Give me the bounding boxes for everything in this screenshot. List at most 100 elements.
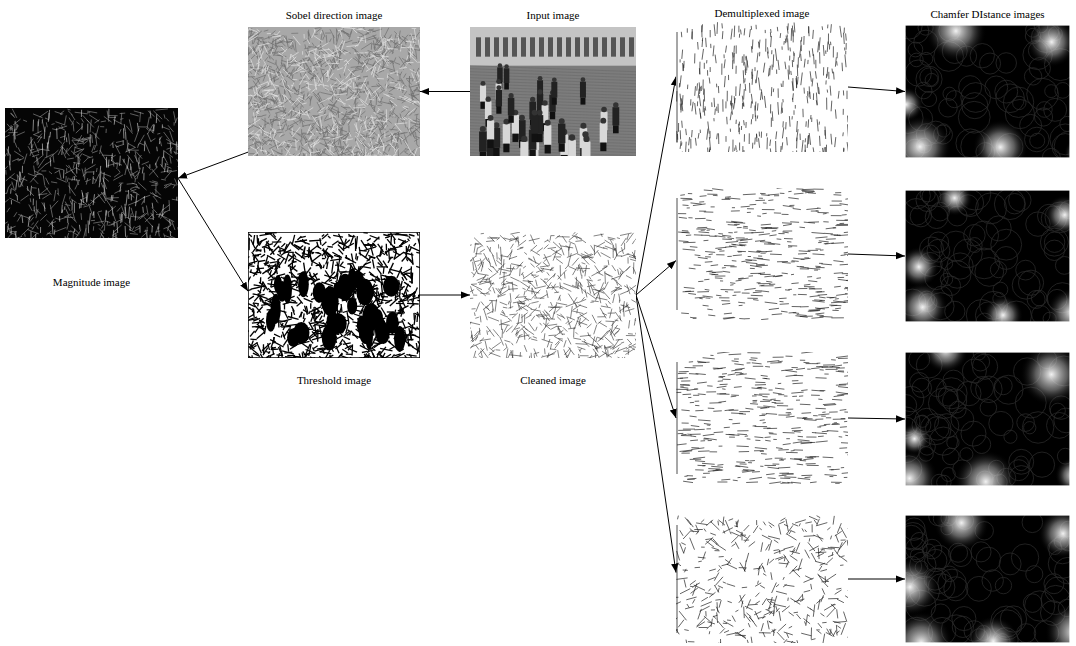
edge-stroke (839, 447, 847, 449)
edge-stroke (341, 106, 347, 110)
edge-stroke (680, 543, 684, 553)
edge-stroke (330, 29, 334, 38)
edge-stroke (832, 365, 842, 367)
distance-blob (899, 423, 930, 454)
edge-stroke (681, 543, 685, 545)
edge-stroke (780, 518, 785, 521)
edge-stroke (809, 538, 811, 541)
edge-stroke (693, 395, 699, 396)
edge-stroke (798, 559, 802, 571)
edge-stroke (678, 232, 690, 233)
edge-stroke (747, 362, 751, 363)
edge-stroke (248, 80, 249, 84)
edge-stroke (814, 189, 824, 190)
edge-stroke (761, 253, 766, 254)
edge-stroke (790, 551, 800, 554)
edge-stroke (264, 30, 269, 31)
distance-ring (1023, 594, 1042, 613)
edge-stroke (248, 74, 249, 82)
edge-stroke (683, 205, 689, 207)
panel-texture (676, 352, 858, 485)
distance-blob (954, 450, 1018, 514)
edge-stroke (816, 366, 828, 367)
edge-stroke (817, 277, 822, 279)
panel-texture (898, 178, 1076, 337)
edge-stroke (770, 525, 772, 528)
edge-stroke (777, 187, 787, 189)
edge-stroke (711, 522, 720, 530)
edge-stroke (829, 411, 838, 412)
edge-stroke (837, 542, 842, 554)
edge-stroke (720, 384, 728, 385)
edge-stroke (752, 363, 762, 364)
edge-stroke (248, 76, 255, 77)
edge-stroke (677, 362, 678, 474)
edge-stroke (682, 423, 689, 424)
edge-stroke (817, 523, 827, 526)
edge-stroke (841, 254, 846, 256)
edge-stroke (823, 634, 825, 644)
edge-stroke (711, 609, 715, 610)
edge-stroke (762, 565, 765, 572)
edge-stroke (787, 633, 789, 638)
edge-stroke (687, 604, 689, 608)
edge-stroke (779, 563, 789, 565)
edge-stroke (690, 440, 698, 442)
edge-stroke (709, 631, 711, 634)
edge-stroke (708, 440, 712, 441)
edge-stroke (786, 562, 789, 568)
edge-stroke (805, 530, 807, 532)
edge-stroke (317, 128, 320, 134)
edge-stroke (685, 367, 696, 368)
edge-stroke (716, 612, 718, 623)
edge-stroke (772, 313, 782, 315)
edge-stroke (420, 30, 421, 35)
edge-stroke (706, 521, 711, 526)
edge-stroke (848, 382, 853, 383)
distance-ring (971, 377, 994, 400)
edge-stroke (800, 600, 803, 601)
edge-stroke (672, 563, 679, 565)
edge-stroke (778, 394, 784, 395)
edge-stroke (337, 57, 343, 60)
edge-stroke (759, 528, 761, 530)
edge-stroke (807, 457, 813, 458)
edge-stroke (792, 548, 795, 553)
edge-stroke (688, 397, 691, 398)
edge-stroke (769, 433, 777, 435)
distance-blob (1038, 509, 1076, 559)
edge-stroke (698, 419, 711, 421)
edge-stroke (718, 249, 722, 250)
edge-stroke (774, 403, 783, 404)
edge-stroke (748, 604, 758, 606)
edge-stroke (316, 136, 318, 139)
edge-stroke (755, 290, 761, 291)
edge-stroke (676, 629, 679, 634)
edge-stroke (835, 225, 848, 226)
edge-stroke (695, 469, 704, 470)
edge-stroke (762, 213, 766, 215)
edge-stroke (786, 525, 793, 534)
flow-arrow (636, 295, 676, 573)
edge-stroke (734, 292, 741, 293)
edge-stroke (752, 471, 760, 473)
edge-stroke (772, 583, 777, 594)
edge-stroke (678, 433, 684, 434)
edge-stroke (703, 473, 710, 474)
edge-stroke (834, 422, 837, 423)
edge-stroke (841, 442, 851, 444)
edge-stroke (761, 542, 763, 552)
edge-stroke (704, 240, 709, 241)
edge-stroke (248, 140, 249, 145)
distance-ring (943, 370, 964, 391)
edge-stroke (330, 39, 332, 43)
edge-stroke (695, 410, 703, 411)
edge-stroke (818, 242, 822, 243)
edge-stroke (714, 368, 726, 370)
edge-stroke (792, 260, 799, 262)
edge-stroke (717, 521, 719, 526)
edge-stroke (766, 251, 773, 253)
edge-stroke (749, 477, 762, 479)
edge-stroke (732, 544, 736, 547)
edge-stroke (399, 74, 400, 81)
